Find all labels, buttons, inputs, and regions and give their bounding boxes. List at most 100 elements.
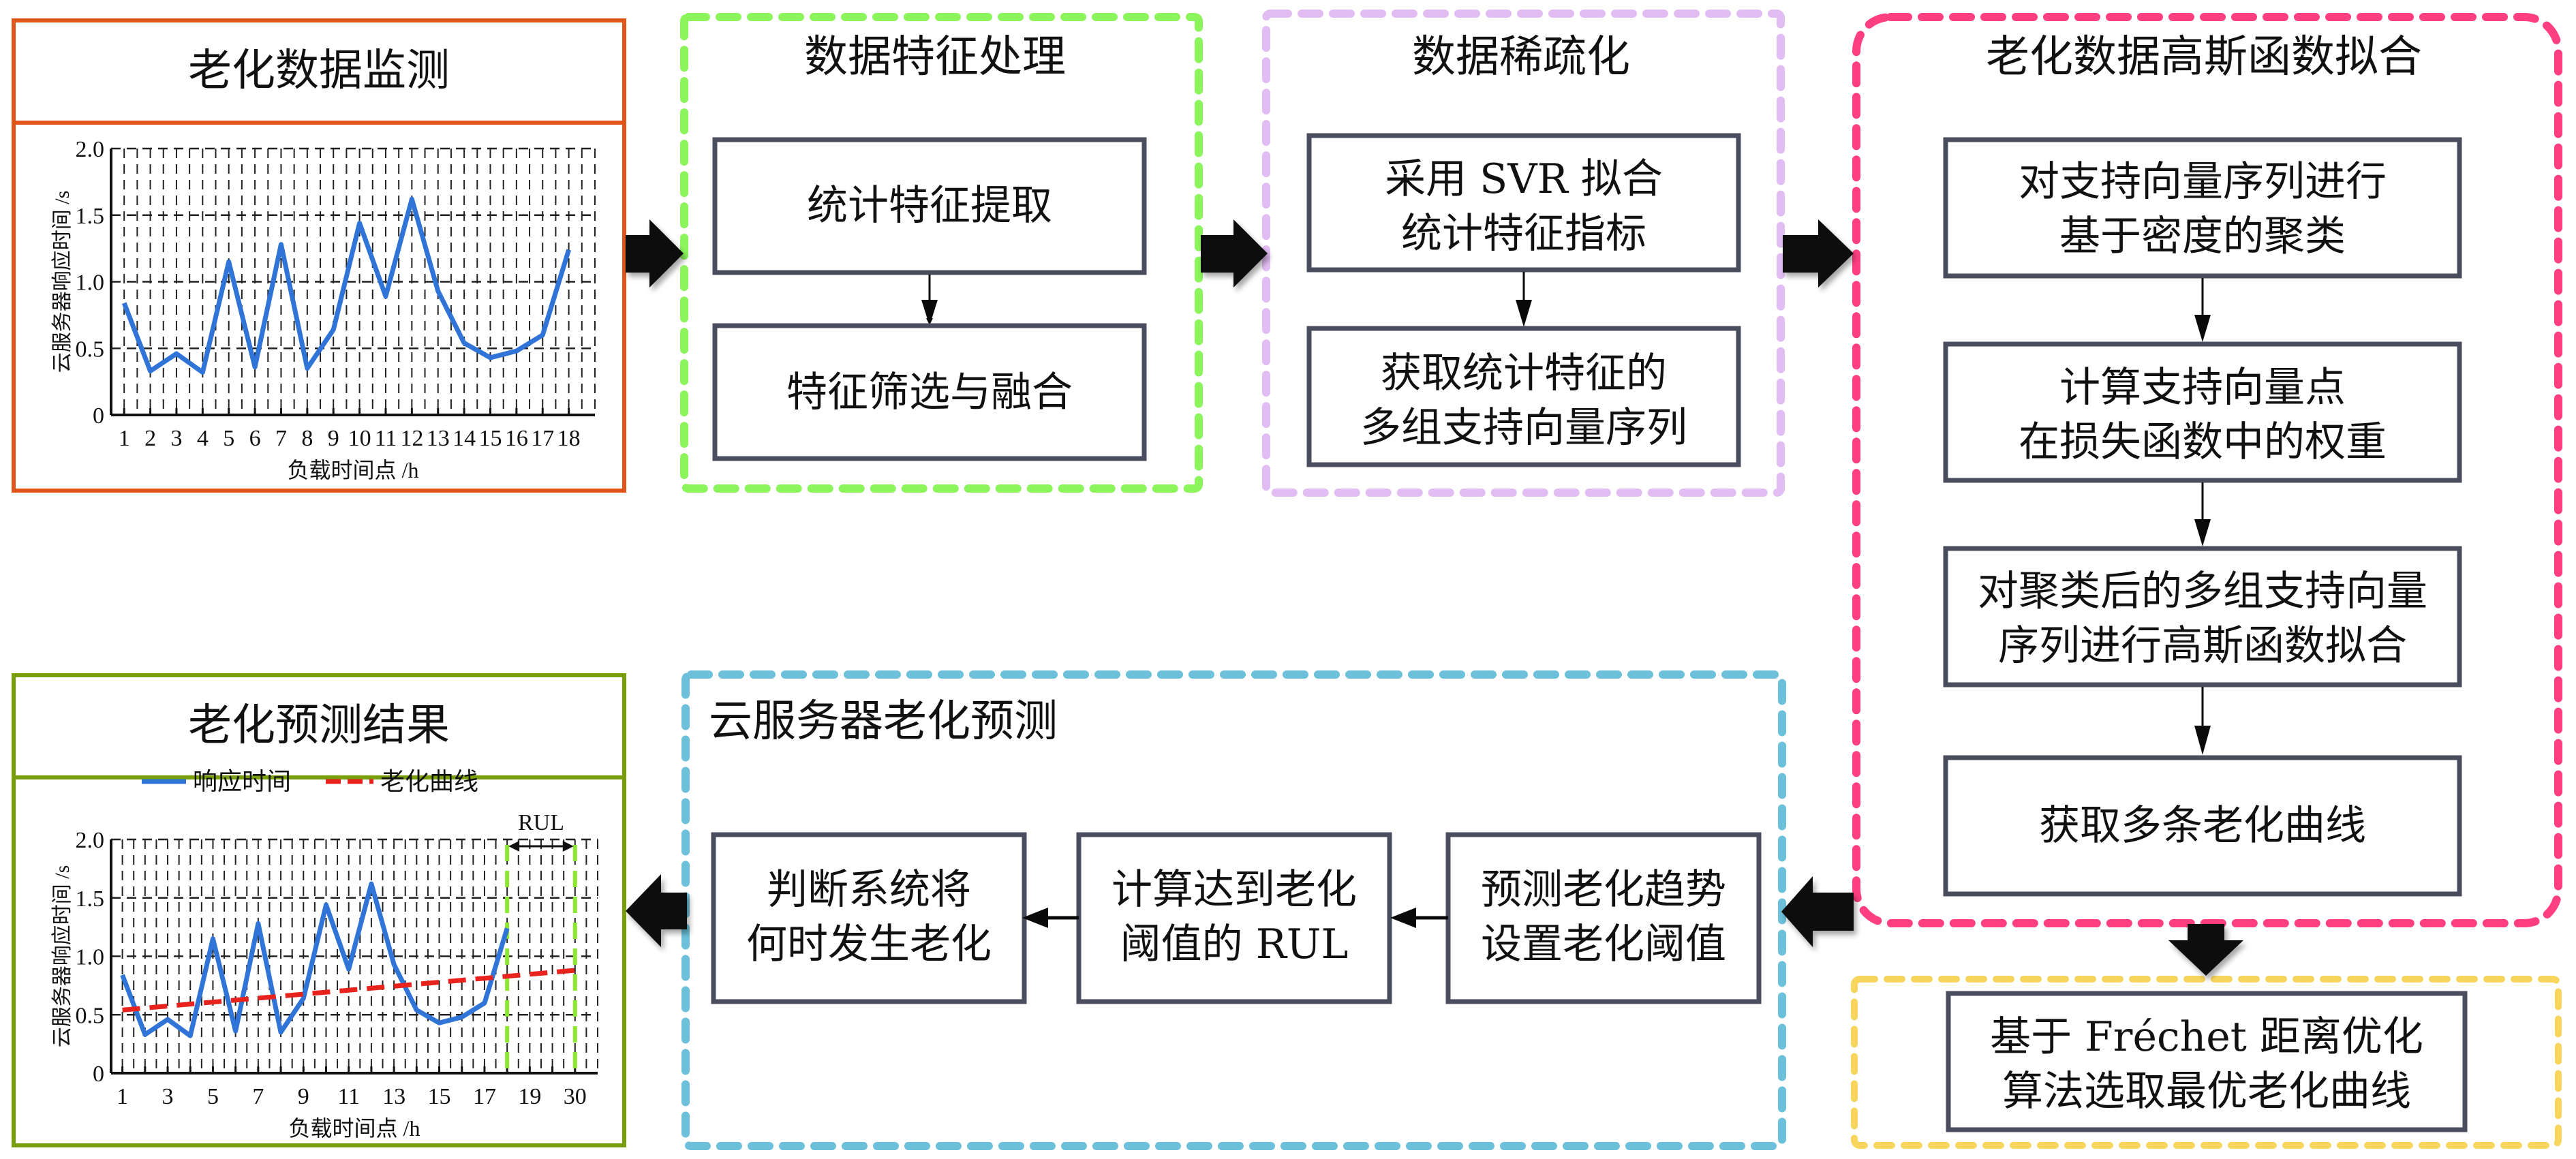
predict-step-1-line-2: 设置老化阈值 <box>1481 921 1726 968</box>
gauss-panel: 老化数据高斯函数拟合 对支持向量序列进行 基于密度的聚类 计算支持向量点 在损失… <box>1852 13 2562 927</box>
x-tick-label: 7 <box>275 426 287 451</box>
gauss-step-box-1 <box>1943 137 2462 279</box>
x-tick-label: 1 <box>119 426 130 451</box>
x-tick-label: 6 <box>249 426 261 451</box>
feature-title: 数据特征处理 <box>804 32 1066 82</box>
x-tick-label: 3 <box>162 1084 174 1109</box>
x-tick-label: 5 <box>207 1084 219 1109</box>
feature-step-box-2 <box>712 323 1147 461</box>
x-axis-label: 负载时间点 /h <box>288 458 419 482</box>
gauss-step-box-3 <box>1943 546 2462 687</box>
result-frame <box>12 673 626 1147</box>
gauss-step-3-line-1: 对聚类后的多组支持向量 <box>1978 568 2427 615</box>
sparse-arrowhead-icon <box>1516 300 1532 327</box>
stage-arrows <box>626 219 2243 976</box>
arrow-right-icon <box>1783 219 1854 288</box>
arrow-down-icon <box>2168 924 2243 976</box>
aging-curve-line <box>122 968 576 1013</box>
feature-step-box-1 <box>712 137 1147 275</box>
x-tick-label: 14 <box>453 426 476 451</box>
feature-frame <box>680 13 1203 493</box>
x-tick-label: 11 <box>375 426 397 451</box>
gauss-step-3-line-2: 序列进行高斯函数拟合 <box>1998 622 2407 670</box>
rul-arrowhead-left-icon <box>508 841 520 852</box>
select-step-line-1: 基于 Fréchet 距离优化 <box>1990 1013 2423 1061</box>
y-axis-label: 云服务器响应时间 /s <box>51 865 74 1048</box>
x-tick-label: 4 <box>197 426 209 451</box>
sparse-step-2-line-2: 多组支持向量序列 <box>1360 404 1687 452</box>
gauss-arrowhead-1-icon <box>2194 315 2211 342</box>
x-tick-label: 15 <box>428 1084 451 1109</box>
select-step-line-2: 算法选取最优老化曲线 <box>2002 1068 2411 1115</box>
x-tick-label: 11 <box>337 1084 360 1109</box>
monitor-frame <box>12 18 626 493</box>
sparse-step-box-2 <box>1306 326 1741 467</box>
x-tick-label: 9 <box>328 426 339 451</box>
x-tick-label: 1 <box>117 1084 128 1109</box>
arrow-right-icon <box>626 219 684 288</box>
predict-step-box-3 <box>711 832 1027 1004</box>
gauss-arrowhead-3-icon <box>2194 726 2211 755</box>
predict-step-3-line-1: 判断系统将 <box>767 866 971 914</box>
predict-step-1-line-1: 预测老化趋势 <box>1481 866 1726 914</box>
x-tick-label: 19 <box>518 1084 541 1109</box>
x-axis-label: 负载时间点 /h <box>289 1116 420 1141</box>
x-tick-label: 2 <box>144 426 156 451</box>
gauss-frame <box>1852 13 2562 927</box>
sparse-step-box-1 <box>1306 133 1741 273</box>
x-tick-label: 17 <box>473 1084 496 1109</box>
sparse-step-2-line-1: 获取统计特征的 <box>1381 350 1667 397</box>
x-tick-label: 5 <box>223 426 234 451</box>
arrow-right-icon <box>1201 219 1268 288</box>
sparse-title: 数据稀疏化 <box>1412 32 1630 82</box>
sparse-panel: 数据稀疏化 采用 SVR 拟合 统计特征指标 获取统计特征的 多组支持向量序列 <box>1262 10 1785 497</box>
gauss-step-4-label: 获取多条老化曲线 <box>2039 802 2366 850</box>
x-tick-label: 3 <box>170 426 182 451</box>
feature-arrowhead-icon <box>921 300 938 326</box>
sparse-step-1-line-1: 采用 SVR 拟合 <box>1385 155 1663 203</box>
y-tick-label: 0.5 <box>76 1003 105 1028</box>
select-frame <box>1851 976 2562 1149</box>
predict-step-box-1 <box>1445 832 1762 1004</box>
sparse-step-1-line-2: 统计特征指标 <box>1401 210 1646 258</box>
feature-step-1-label: 统计特征提取 <box>807 182 1052 230</box>
x-tick-label: 10 <box>348 426 371 451</box>
x-tick-label: 17 <box>531 426 554 451</box>
predict-panel: 云服务器老化预测 判断系统将 何时发生老化 计算达到老化 阈值的 RUL 预测老… <box>681 670 1786 1150</box>
x-tick-label: 15 <box>478 426 502 451</box>
gauss-title: 老化数据高斯函数拟合 <box>1986 32 2422 82</box>
feature-step-2-label: 特征筛选与融合 <box>786 369 1073 416</box>
rul-arrowhead-right-icon <box>562 841 574 852</box>
select-panel: 基于 Fréchet 距离优化 算法选取最优老化曲线 <box>1851 976 2562 1149</box>
x-tick-label: 7 <box>252 1084 264 1109</box>
legend-label-response: 响应时间 <box>193 768 291 795</box>
predict-step-box-2 <box>1076 832 1392 1004</box>
arrow-left-icon <box>626 874 687 947</box>
predict-step-3-line-2: 何时发生老化 <box>746 921 992 968</box>
legend-label-aging: 老化曲线 <box>380 768 478 795</box>
predict-title: 云服务器老化预测 <box>709 696 1058 747</box>
predict-arrowhead-1-icon <box>1390 908 1416 928</box>
response-time-line <box>120 881 510 1038</box>
y-tick-label: 1.5 <box>76 204 105 229</box>
result-title: 老化预测结果 <box>188 700 450 751</box>
x-tick-label: 18 <box>557 426 581 451</box>
x-tick-label: 13 <box>382 1084 405 1109</box>
gauss-step-1-line-1: 对支持向量序列进行 <box>2019 158 2387 206</box>
gauss-step-box-4 <box>1943 755 2462 897</box>
x-tick-label: 13 <box>427 426 450 451</box>
gauss-step-2-line-1: 计算支持向量点 <box>2059 364 2346 412</box>
x-tick-label: 16 <box>505 426 528 451</box>
predict-arrowhead-2-icon <box>1022 908 1048 928</box>
y-tick-label: 1.0 <box>76 945 105 970</box>
x-tick-label: 30 <box>564 1084 587 1109</box>
gauss-arrowhead-2-icon <box>2194 519 2211 546</box>
monitor-title: 老化数据监测 <box>188 46 450 96</box>
gauss-step-box-2 <box>1943 341 2462 483</box>
rul-label: RUL <box>518 810 564 835</box>
predict-step-2-line-2: 阈值的 RUL <box>1120 921 1349 968</box>
